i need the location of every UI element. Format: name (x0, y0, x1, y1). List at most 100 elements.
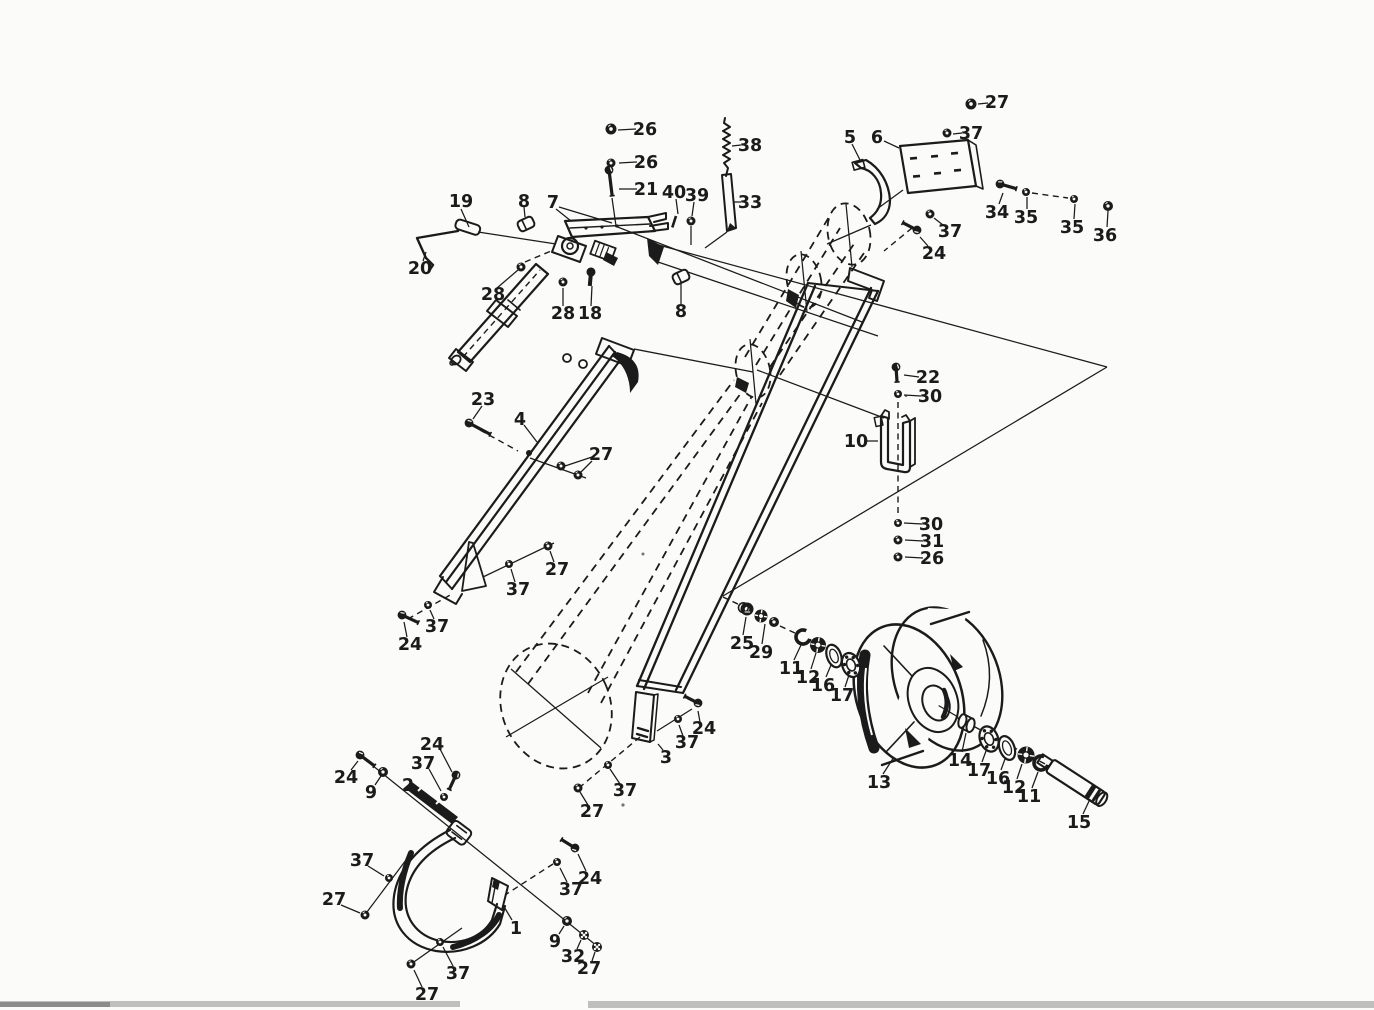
pivot-bracket (551, 212, 669, 266)
part-callout-26: 26 (617, 120, 657, 140)
part-callout-26: 26 (618, 153, 658, 173)
bolt-icon (559, 836, 580, 853)
leader-line (374, 775, 382, 786)
leader-line (825, 664, 832, 678)
leader-line (340, 904, 361, 914)
fastener-axis-line (579, 736, 641, 788)
leader-line (496, 269, 519, 289)
cyl-icon (957, 713, 976, 734)
part-number-label: 38 (738, 136, 762, 156)
leader-line (523, 206, 526, 218)
part-callout-36: 36 (1093, 210, 1117, 246)
part-callout-37: 37 (350, 851, 385, 877)
construction-line (826, 224, 872, 245)
part-number-label: 22 (916, 368, 940, 388)
leader-line (903, 394, 922, 397)
construction-line (633, 348, 754, 373)
donut-icon (893, 535, 903, 545)
belt-phantom-line (527, 388, 745, 685)
part-number-label: 27 (985, 93, 1009, 113)
leader-line (793, 644, 802, 661)
part-number-label: 37 (959, 124, 983, 144)
leader-line (472, 405, 483, 420)
part-callout-24: 24 (692, 710, 716, 739)
leader-line (439, 748, 453, 773)
part-number-label: 16 (986, 769, 1010, 789)
donut-icon (942, 128, 952, 138)
gear-icon (810, 637, 826, 653)
donut-icon (516, 262, 526, 272)
leader-line (761, 623, 766, 645)
part-callout-38: 38 (731, 136, 762, 156)
part-number-label: 11 (779, 659, 803, 679)
part-callout-8: 8 (518, 192, 530, 218)
capnut-icon (737, 602, 754, 616)
leader-line (1000, 758, 1006, 771)
part-number-label: 2 (402, 776, 414, 796)
donut-icon (894, 390, 902, 398)
part-number-label: 15 (1067, 813, 1091, 833)
part-number-label: 24 (922, 244, 946, 264)
construction-line (611, 197, 617, 227)
part-number-label: 24 (334, 768, 358, 788)
part-number-label: 35 (1060, 218, 1084, 238)
construction-line (722, 366, 1108, 597)
part-callout-24: 24 (919, 236, 946, 264)
leader-line (580, 460, 593, 473)
part-callout-20: 20 (408, 251, 432, 279)
crank-handle (415, 218, 482, 273)
guard-strap (851, 158, 892, 226)
part-number-label: 8 (518, 192, 530, 212)
part-number-label: 12 (796, 668, 820, 688)
fastener-axis-line (524, 250, 552, 263)
fastener-axis-line (462, 269, 541, 358)
part-number-label: 9 (365, 783, 377, 803)
leader-line (810, 652, 817, 670)
leader-line (579, 791, 589, 806)
scan-shadow (0, 1001, 1374, 1008)
donut-icon (573, 783, 583, 793)
donut-icon (556, 461, 566, 471)
leader-line (591, 951, 596, 962)
part-number-label: 27 (415, 985, 439, 1005)
donut-icon (1103, 201, 1113, 211)
part-callout-27: 27 (413, 969, 439, 1005)
construction-line (654, 243, 1108, 368)
leader-line (919, 236, 929, 247)
leader-line (742, 616, 747, 636)
leader-line (697, 710, 701, 723)
part-number-label: 3 (660, 748, 672, 768)
stray-mark (641, 552, 645, 556)
part-number-label: 28 (481, 285, 505, 305)
ball-icon (840, 651, 862, 679)
part-number-label: 11 (1017, 787, 1041, 807)
part-callout-9: 9 (549, 925, 565, 952)
part-callout-4: 4 (514, 410, 538, 443)
bush-icon (516, 215, 536, 233)
donut-icon (893, 552, 903, 562)
leader-line (555, 208, 572, 222)
part-number-label: 26 (633, 120, 657, 140)
part-callout-27: 27 (577, 951, 601, 979)
donut-icon (424, 601, 432, 609)
bolt-icon (446, 770, 461, 792)
leader-line (412, 790, 422, 800)
part-callout-23: 23 (471, 390, 495, 420)
part-callout-27: 27 (322, 890, 361, 914)
part-number-label: 17 (967, 761, 991, 781)
channel-end-plate (631, 691, 659, 743)
leader-line (678, 724, 684, 737)
leader-line (844, 674, 850, 688)
tension-spring (722, 117, 731, 177)
donut-icon (686, 216, 696, 226)
part-number-label: 5 (844, 128, 856, 148)
part-number-label: 17 (830, 686, 854, 706)
gear-icon (1017, 746, 1035, 764)
leader-line (882, 756, 895, 775)
donut-icon (558, 277, 568, 287)
leader-line (618, 161, 638, 164)
donut-icon (1022, 188, 1030, 196)
part-number-label: 7 (547, 193, 559, 213)
bolt-icon (682, 693, 703, 708)
